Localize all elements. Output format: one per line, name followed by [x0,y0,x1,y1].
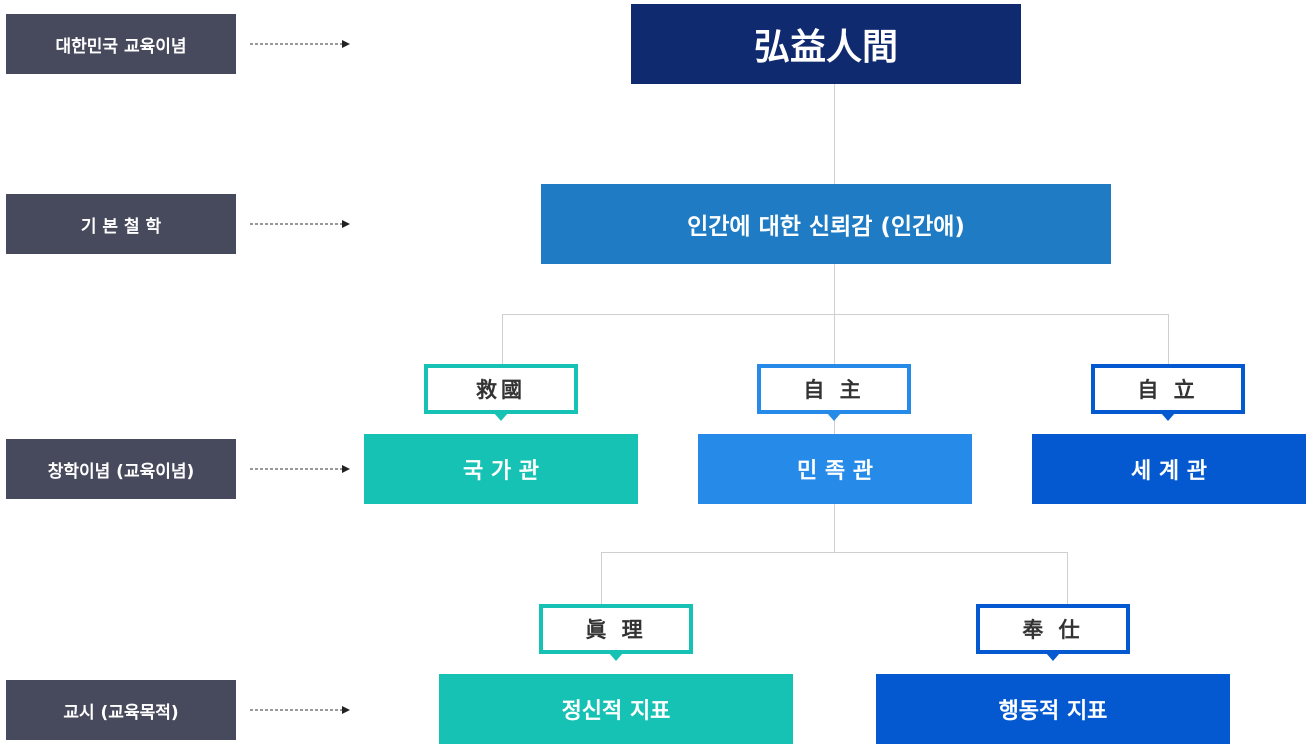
node-behavioral-guide: 행동적 지표 [876,674,1230,744]
level-label-school-motto: 교시 (교육목적) [6,680,236,740]
node-view-of-state: 국 가 관 [364,434,638,504]
node-view-of-nation: 민 족 관 [698,434,972,504]
dashed-arrow-icon [250,40,350,48]
connector-motto-horizontal [601,552,1068,553]
connector-nation-vertical [834,504,835,553]
connector-top-vertical [834,84,835,184]
connector-motto-left-drop [601,552,602,606]
connector-philosophy-vertical [834,264,835,434]
tag-save-nation: 救國 [424,364,578,421]
tag-service: 奉 仕 [976,604,1130,661]
connector-motto-right-drop [1067,552,1068,606]
dashed-arrow-icon [250,706,350,714]
connector-founding-right-drop [1168,314,1169,366]
level-label-national-ideology: 대한민국 교육이념 [6,14,236,74]
node-view-of-world: 세 계 관 [1032,434,1306,504]
connector-founding-left-drop [502,314,503,366]
node-philosophy: 인간에 대한 신뢰감 (인간애) [541,184,1111,264]
dashed-arrow-icon [250,220,350,228]
dashed-arrow-icon [250,465,350,473]
level-label-basic-philosophy: 기 본 철 학 [6,194,236,254]
tag-self-reliance: 自 主 [757,364,911,421]
connector-founding-horizontal [502,314,1169,315]
node-hongik-ingan: 弘益人間 [631,4,1021,84]
tag-truth: 眞 理 [539,604,693,661]
level-label-founding-ideology: 창학이념 (교육이념) [6,439,236,499]
tag-independence: 自 立 [1091,364,1245,421]
node-spiritual-guide: 정신적 지표 [439,674,793,744]
